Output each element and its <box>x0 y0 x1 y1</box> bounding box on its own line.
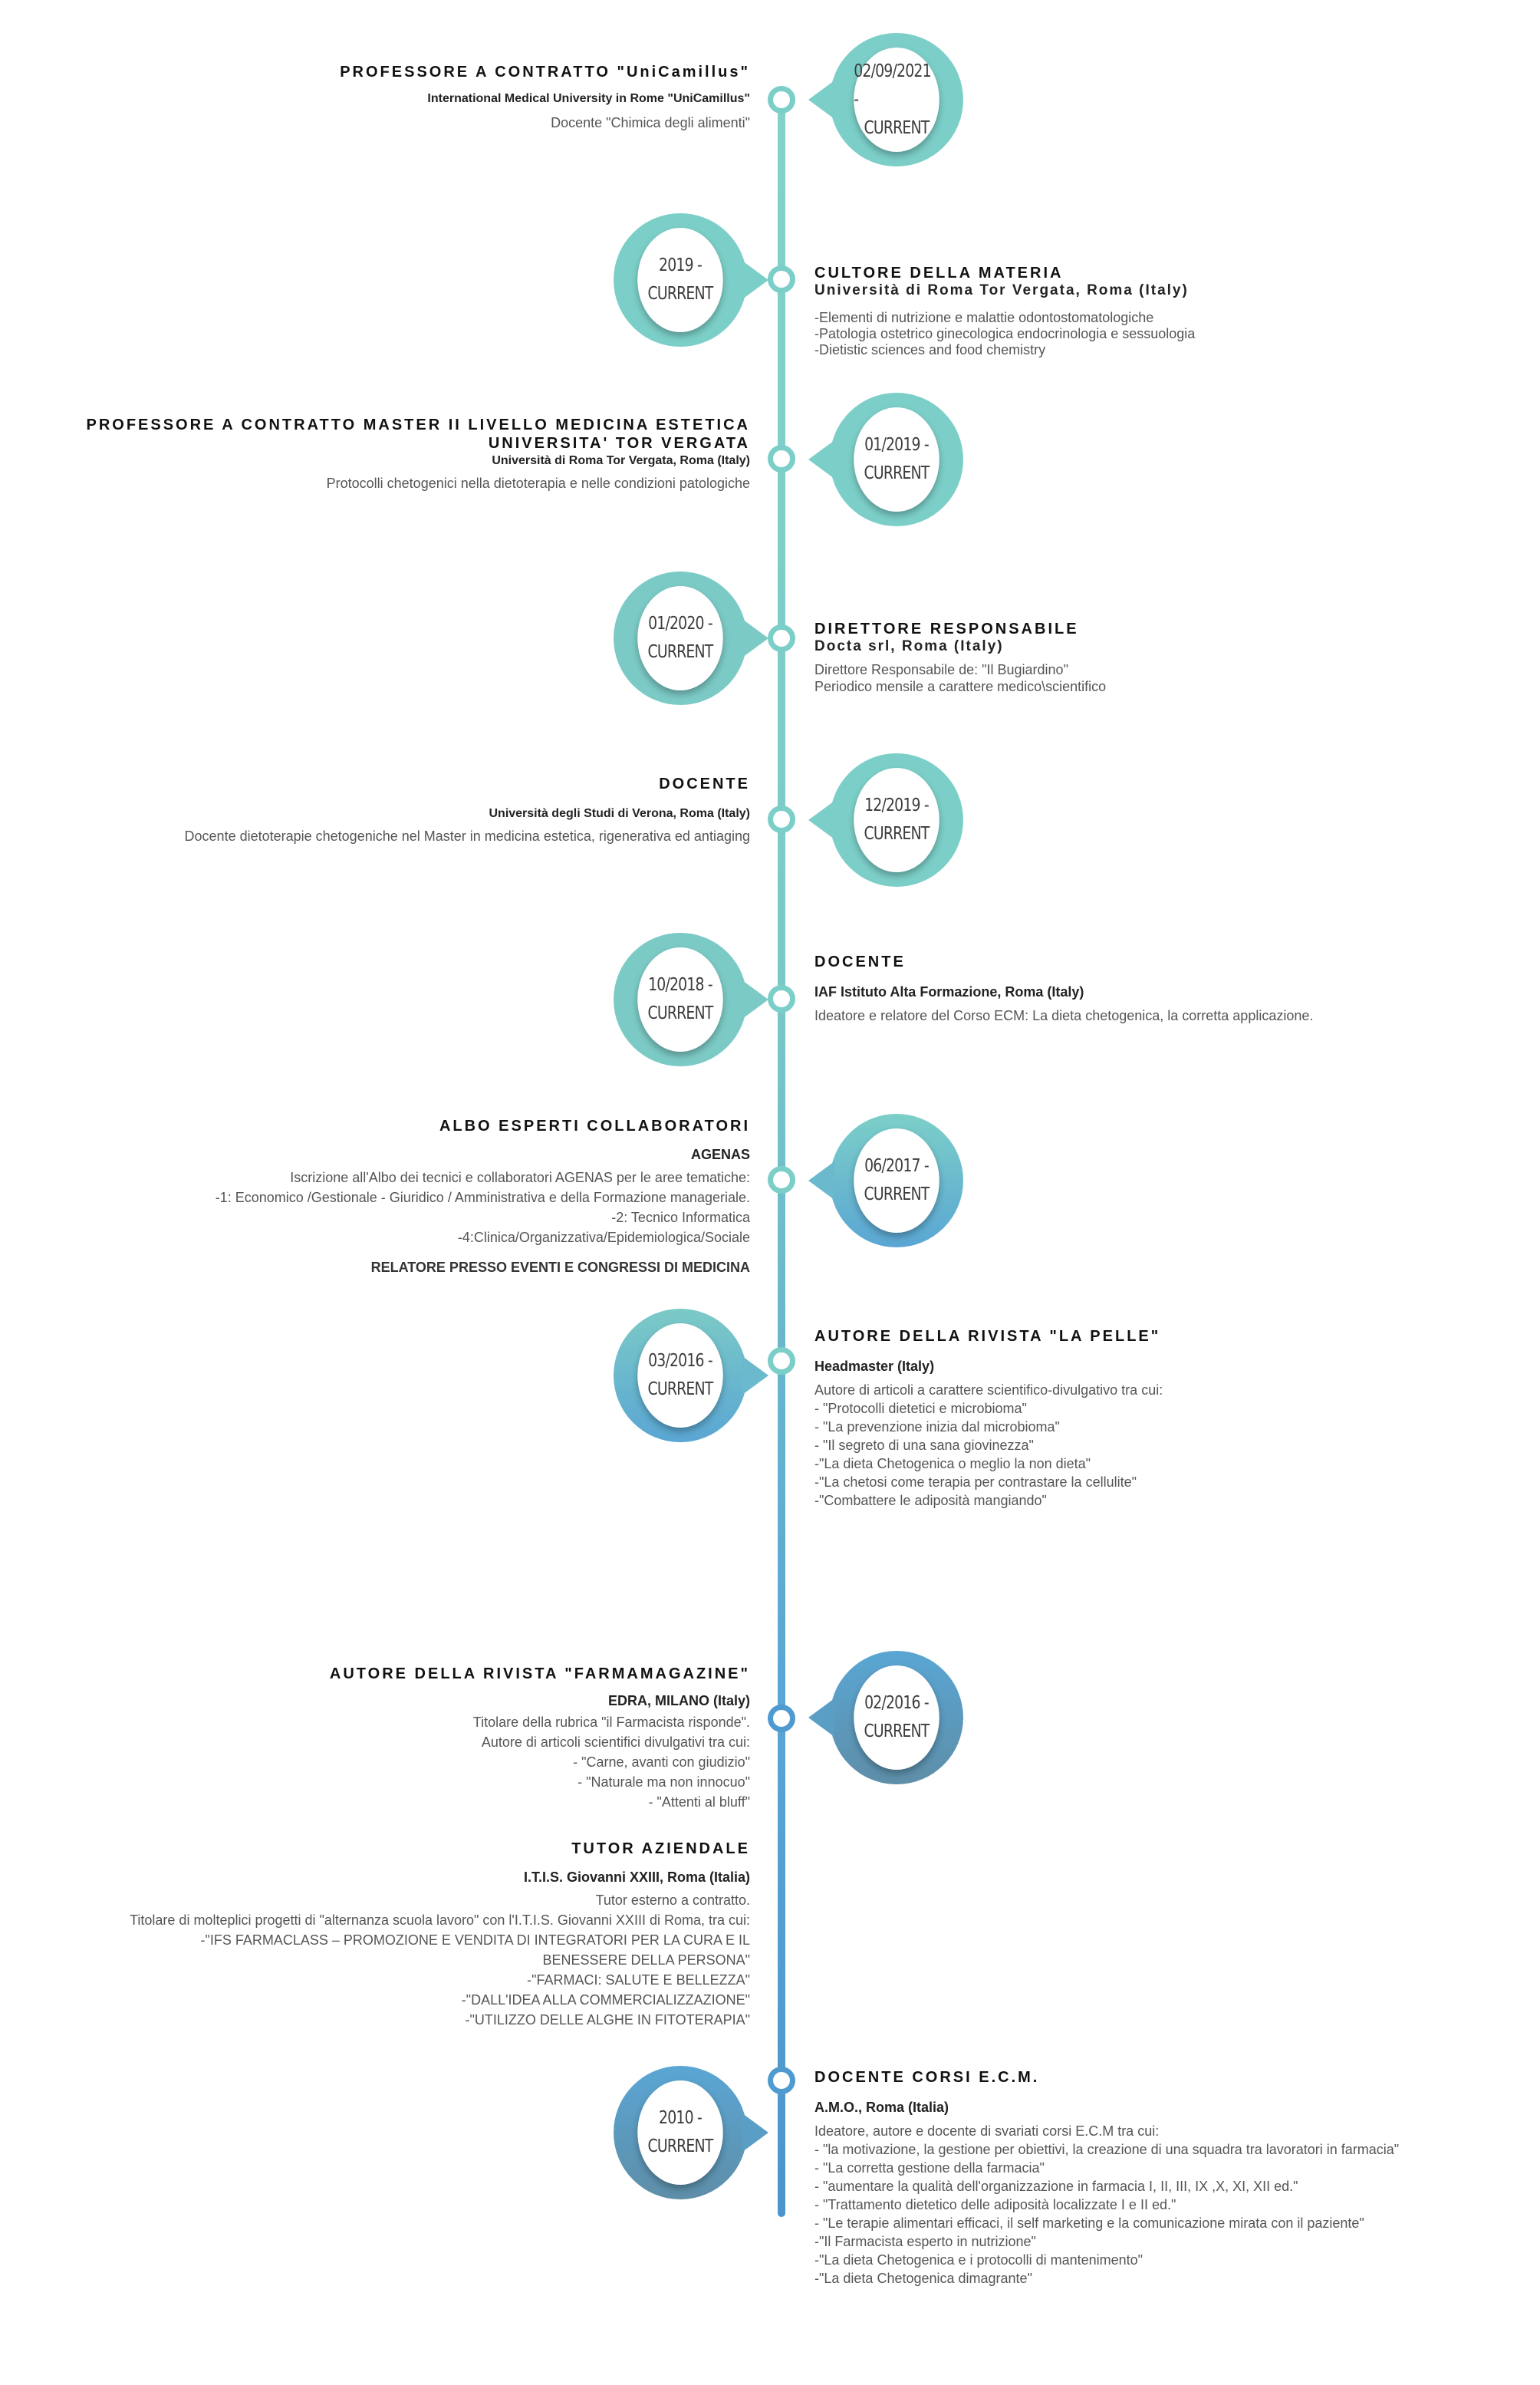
date-start: 2019 - <box>659 255 703 275</box>
date-start: 02/09/2021 - <box>854 61 931 110</box>
date-start: 10/2018 - <box>648 975 713 995</box>
timeline-entry: DOCENTE Università degli Studi di Verona… <box>185 775 750 845</box>
entry-organization: EDRA, MILANO (Italy) <box>607 1693 750 1708</box>
timeline-node <box>768 86 795 114</box>
timeline-node <box>768 1347 795 1375</box>
date-end: CURRENT <box>864 824 930 844</box>
timeline-node <box>768 2067 795 2094</box>
timeline-entry: PROFESSORE A CONTRATTO "UniCamillus" Int… <box>340 63 750 132</box>
entry-description: Docente "Chimica degli alimenti" <box>551 115 750 130</box>
date-start: 01/2019 - <box>864 435 930 455</box>
timeline-entry: AUTORE DELLA RIVISTA "FARMAMAGAZINE" EDR… <box>330 1665 750 1812</box>
timeline-entry: DOCENTE CORSI E.C.M. A.M.O., Roma (Itali… <box>814 2068 1399 2288</box>
date-end: CURRENT <box>647 1379 714 1399</box>
timeline-node <box>768 985 795 1013</box>
entry-title: DOCENTE <box>814 954 906 970</box>
timeline-node <box>768 1705 795 1732</box>
date-end: CURRENT <box>647 2136 714 2156</box>
entry-description: Ideatore e relatore del Corso ECM: La di… <box>814 1008 1314 1023</box>
entry-description: Protocolli chetogenici nella dietoterapi… <box>326 476 750 491</box>
timeline-node <box>768 1166 795 1194</box>
entry-title: DOCENTE <box>659 776 750 792</box>
date-badge: 01/2019 - CURRENT <box>808 393 963 526</box>
entry-organization: IAF Istituto Alta Formazione, Roma (Ital… <box>814 984 1084 1000</box>
timeline-spine <box>778 92 785 2217</box>
entry-title: DOCENTE CORSI E.C.M. <box>814 2069 1040 2086</box>
date-start: 2010 - <box>659 2108 703 2128</box>
entry-title: TUTOR AZIENDALE <box>571 1840 750 1857</box>
date-start: 03/2016 - <box>648 1351 713 1371</box>
entry-description: Direttore Responsabile de: "Il Bugiardin… <box>814 662 1107 694</box>
date-start: 12/2019 - <box>864 796 930 815</box>
timeline-entry: TUTOR AZIENDALE I.T.I.S. Giovanni XXIII,… <box>130 1840 750 2030</box>
entry-title: AUTORE DELLA RIVISTA "LA PELLE" <box>814 1328 1161 1345</box>
entry-title: ALBO ESPERTI COLLABORATORI <box>439 1118 750 1135</box>
entry-organization: Università di Roma Tor Vergata, Roma (It… <box>492 454 750 467</box>
entry-organization: A.M.O., Roma (Italia) <box>814 2100 949 2115</box>
date-start: 06/2017 - <box>864 1156 930 1176</box>
entry-title-2: UNIVERSITA' TOR VERGATA <box>488 435 750 452</box>
timeline-entry: ALBO ESPERTI COLLABORATORI AGENAS Iscriz… <box>216 1117 750 1277</box>
entry-description: Autore di articoli a carattere scientifi… <box>814 1382 1163 1508</box>
entry-organization: International Medical University in Rome… <box>427 92 750 105</box>
entry-description: Titolare della rubrica "il Farmacista ri… <box>472 1715 750 1810</box>
timeline-entry: CULTORE DELLA MATERIA Università di Roma… <box>814 264 1195 358</box>
entry-description: -Elementi di nutrizione e malattie odont… <box>814 310 1196 357</box>
timeline-node <box>768 265 795 293</box>
date-end: CURRENT <box>864 1184 930 1204</box>
entry-description: Tutor esterno a contratto.Titolare di mo… <box>130 1893 750 2028</box>
entry-title: AUTORE DELLA RIVISTA "FARMAMAGAZINE" <box>329 1665 750 1682</box>
date-badge: 02/09/2021 - CURRENT <box>808 33 963 166</box>
timeline-entry: DIRETTORE RESPONSABILE Docta srl, Roma (… <box>814 620 1106 695</box>
entry-organization: Università di Roma Tor Vergata, Roma (It… <box>814 282 1189 298</box>
entry-organization: AGENAS <box>690 1147 750 1162</box>
date-badge: 12/2019 - CURRENT <box>808 753 963 887</box>
entry-organization: Università degli Studi di Verona, Roma (… <box>489 807 750 820</box>
date-start: 02/2016 - <box>864 1693 930 1713</box>
entry-title: PROFESSORE A CONTRATTO MASTER II LIVELLO… <box>86 417 750 433</box>
timeline-node <box>768 445 795 473</box>
timeline-entry: PROFESSORE A CONTRATTO MASTER II LIVELLO… <box>86 416 750 492</box>
date-badge: 03/2016 - CURRENT <box>614 1309 768 1442</box>
timeline-node <box>768 805 795 833</box>
date-badge: 01/2020 - CURRENT <box>614 572 768 705</box>
entry-description: Docente dietoterapie chetogeniche nel Ma… <box>184 828 750 844</box>
date-badge: 2010 - CURRENT <box>614 2066 768 2199</box>
date-badge: 10/2018 - CURRENT <box>614 933 768 1066</box>
entry-title: PROFESSORE A CONTRATTO "UniCamillus" <box>340 64 750 81</box>
timeline-node <box>768 624 795 652</box>
date-end: CURRENT <box>647 642 714 662</box>
date-end: CURRENT <box>647 1003 714 1023</box>
date-end: CURRENT <box>864 117 930 138</box>
timeline-entry: AUTORE DELLA RIVISTA "LA PELLE" Headmast… <box>814 1327 1163 1510</box>
entry-description: Iscrizione all'Albo dei tecnici e collab… <box>215 1170 750 1245</box>
entry-description: Ideatore, autore e docente di svariati c… <box>814 2123 1400 2286</box>
date-end: CURRENT <box>864 1721 930 1741</box>
entry-organization: Headmaster (Italy) <box>814 1359 935 1374</box>
date-end: CURRENT <box>864 463 930 483</box>
date-end: CURRENT <box>647 284 714 304</box>
date-badge: 2019 - CURRENT <box>614 213 768 347</box>
entry-title: CULTORE DELLA MATERIA <box>814 265 1064 282</box>
date-badge: 06/2017 - CURRENT <box>808 1114 963 1247</box>
entry-extra-heading: RELATORE PRESSO EVENTI E CONGRESSI DI ME… <box>370 1260 750 1275</box>
date-start: 01/2020 - <box>648 614 713 634</box>
entry-organization: I.T.I.S. Giovanni XXIII, Roma (Italia) <box>523 1869 750 1885</box>
entry-organization: Docta srl, Roma (Italy) <box>814 638 1004 654</box>
date-badge: 02/2016 - CURRENT <box>808 1651 963 1784</box>
timeline-entry: DOCENTE IAF Istituto Alta Formazione, Ro… <box>814 953 1313 1025</box>
entry-title: DIRETTORE RESPONSABILE <box>814 621 1079 637</box>
